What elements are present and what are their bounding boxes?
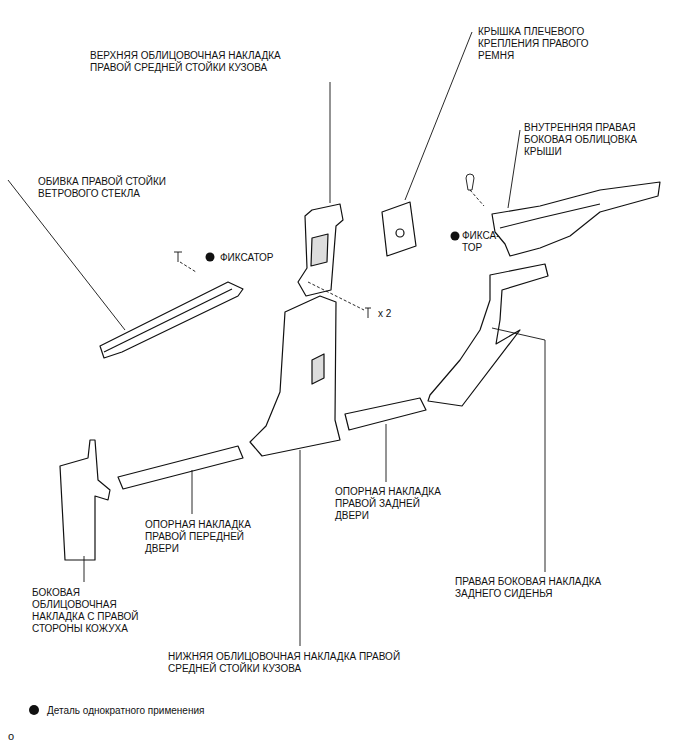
legend-entry: Деталь однократного применения bbox=[28, 704, 204, 716]
pillar-edge bbox=[104, 289, 232, 352]
dash-line bbox=[180, 262, 196, 272]
pillar-garnish bbox=[100, 282, 243, 358]
part-label: ОПОРНАЯ НАКЛАДКА ПРАВОЙ ЗАДНЕЙ ДВЕРИ bbox=[335, 486, 444, 522]
dash-line bbox=[308, 282, 364, 310]
legend-dot bbox=[28, 704, 40, 716]
clip-symbol bbox=[466, 174, 474, 190]
leader-line bbox=[405, 32, 472, 200]
clip-symbol bbox=[174, 252, 182, 262]
leader-line bbox=[8, 180, 125, 330]
cowl-trim bbox=[60, 440, 110, 560]
pillar-slot bbox=[312, 354, 324, 384]
legend-text: Деталь однократного применения bbox=[47, 705, 204, 716]
lower-pillar-garnish bbox=[250, 296, 340, 456]
front-scuff bbox=[118, 446, 243, 489]
part-label: ФИКСА- ТОР bbox=[462, 230, 503, 254]
leader-line bbox=[492, 328, 545, 572]
leader-line bbox=[508, 130, 520, 208]
part-label: НИЖНЯЯ ОБЛИЦОВОЧНАЯ НАКЛАДКА ПРАВОЙ СРЕД… bbox=[168, 651, 404, 675]
part-label: ВЕРХНЯЯ ОБЛИЦОВОЧНАЯ НАКЛАДКА ПРАВОЙ СРЕ… bbox=[90, 50, 284, 74]
leader-line bbox=[330, 82, 331, 203]
part-label: ВНУТРЕННЯЯ ПРАВАЯ БОКОВАЯ ОБЛИЦОВКА КРЫШ… bbox=[524, 122, 640, 158]
part-label: ФИКСАТОР bbox=[220, 252, 277, 264]
leader-line bbox=[386, 424, 387, 482]
rear-scuff bbox=[345, 398, 426, 430]
leader-line bbox=[192, 470, 193, 514]
part-label: КРЫШКА ПЛЕЧЕВОГО КРЕПЛЕНИЯ ПРАВОГО РЕМНЯ bbox=[478, 26, 592, 62]
pillar-window bbox=[311, 234, 328, 266]
part-label: БОКОВАЯ ОБЛИЦОВОЧНАЯ НАКЛАДКА С ПРАВОЙ С… bbox=[32, 587, 142, 635]
dash-line bbox=[470, 190, 484, 206]
part-label: x 2 bbox=[378, 308, 395, 320]
single-use-dot bbox=[451, 232, 460, 241]
roof-edge bbox=[500, 204, 600, 228]
belt-cover bbox=[382, 202, 416, 256]
part-label: ОПОРНАЯ НАКЛАДКА ПРАВОЙ ПЕРЕДНЕЙ ДВЕРИ bbox=[145, 519, 254, 555]
part-label: o bbox=[8, 730, 18, 742]
seat-garnish bbox=[428, 264, 548, 406]
leader-line bbox=[300, 450, 301, 646]
leader-line bbox=[84, 556, 85, 582]
upper-pillar-garnish bbox=[298, 204, 343, 296]
part-label: ОБИВКА ПРАВОЙ СТОЙКИ ВЕТРОВОГО СТЕКЛА bbox=[38, 176, 169, 200]
single-use-dot bbox=[206, 253, 215, 262]
roof-garnish bbox=[492, 182, 660, 256]
belt-hole bbox=[396, 229, 404, 237]
screw-symbol bbox=[365, 308, 371, 318]
part-label: ПРАВАЯ БОКОВАЯ НАКЛАДКА ЗАДНЕГО СИДЕНЬЯ bbox=[455, 576, 605, 600]
